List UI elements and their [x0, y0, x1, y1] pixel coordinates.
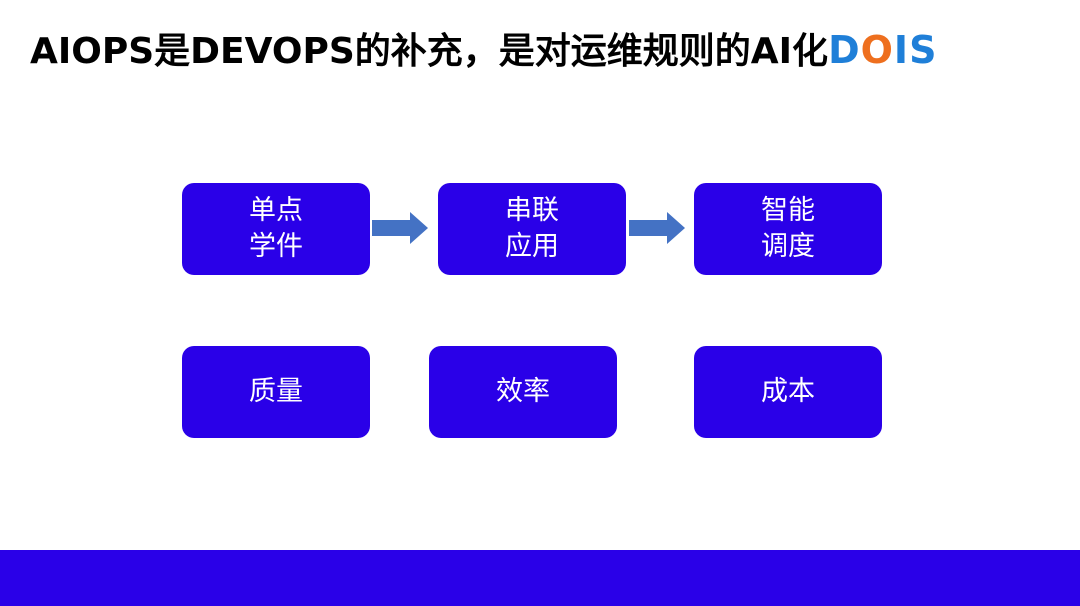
- logo-letter-o: O: [860, 28, 894, 72]
- flow-box-line1: 智能: [761, 195, 815, 226]
- arrow-right-icon: [629, 212, 685, 244]
- flow-box-line2: 调度: [761, 231, 815, 262]
- flow-box-smart-schedule: 智能 调度: [694, 183, 882, 275]
- goal-box-quality: 质量: [182, 346, 370, 438]
- goal-box-label: 成本: [761, 376, 815, 407]
- footer-band: [0, 550, 1080, 606]
- title-text: AIOPS是DEVOPS的补充，是对运维规则的AI化: [30, 31, 829, 72]
- flow-box-line1: 串联: [505, 195, 559, 226]
- goal-box-label: 效率: [496, 376, 550, 407]
- flow-box-line1: 单点: [249, 195, 303, 226]
- flow-box-serial-app: 串联 应用: [438, 183, 626, 275]
- logo-letter-i: I: [893, 28, 910, 72]
- goal-box-efficiency: 效率: [429, 346, 617, 438]
- arrow-right-icon: [372, 212, 428, 244]
- slide-title: AIOPS是DEVOPS的补充，是对运维规则的AI化DOIS: [30, 22, 937, 80]
- logo-letter-d: D: [828, 28, 861, 72]
- flow-box-line2: 应用: [505, 231, 559, 262]
- goal-box-label: 质量: [249, 376, 303, 407]
- logo-letter-s: S: [909, 28, 938, 72]
- goal-box-cost: 成本: [694, 346, 882, 438]
- flow-box-single-point: 单点 学件: [182, 183, 370, 275]
- dois-logo: DOIS: [828, 22, 937, 78]
- flow-box-line2: 学件: [249, 231, 303, 262]
